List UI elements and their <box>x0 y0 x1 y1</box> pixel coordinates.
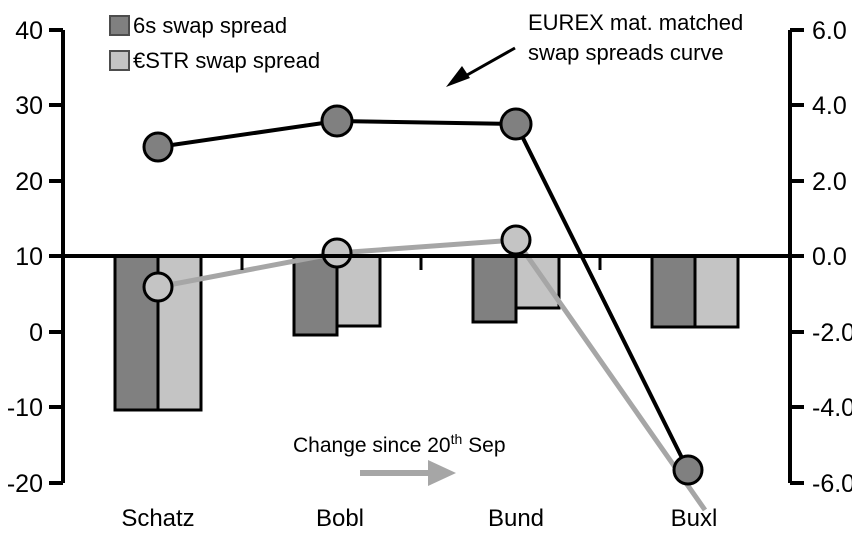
right-tick-label-2: 2.0 <box>812 168 847 196</box>
legend-label-6s: 6s swap spread <box>133 13 287 38</box>
bar-estr-bund <box>514 254 561 310</box>
black-line-path <box>157 118 690 471</box>
left-tick-label-40: 40 <box>15 17 43 45</box>
left-tick-label-10: 10 <box>15 243 43 271</box>
bar-6s-bund <box>471 254 518 324</box>
change-annotation-superscript: th <box>451 431 463 447</box>
bar-6s-bobl <box>292 254 339 337</box>
gray-marker-schatz <box>142 271 174 303</box>
left-tick-label-30: 30 <box>15 92 43 120</box>
right-tick-label-0: 0.0 <box>812 243 847 271</box>
legend-label-estr: €STR swap spread <box>133 48 320 73</box>
category-ticks <box>61 256 792 270</box>
cat-label-schatz: Schatz <box>121 505 194 532</box>
left-tick-label-neg20: -20 <box>7 470 43 498</box>
black-marker-bund <box>499 107 533 141</box>
arrow-down-left-icon <box>446 46 516 87</box>
left-axis: 40 30 20 10 0 -10 -20 <box>7 17 65 498</box>
category-labels: Schatz Bobl Bund Buxl <box>121 505 717 532</box>
right-axis: 6.0 4.0 2.0 0.0 -2.0 -4.0 -6.0 <box>788 17 852 498</box>
legend-swatch-6s <box>109 15 130 36</box>
cat-label-bobl: Bobl <box>316 505 364 532</box>
change-annotation-suffix: Sep <box>462 434 505 457</box>
gray-line-path <box>157 237 708 512</box>
left-tick-label-0: 0 <box>29 319 43 347</box>
eurex-annotation-line1: EUREX mat. matched <box>528 10 743 35</box>
left-tick-label-neg10: -10 <box>7 394 43 422</box>
gray-marker-bund <box>500 224 532 256</box>
change-annotation: Change since 20th Sep <box>293 431 506 486</box>
eurex-annotation: EUREX mat. matched swap spreads curve <box>446 10 743 87</box>
eurex-curve-line <box>142 104 704 486</box>
arrow-right-icon <box>360 460 456 486</box>
cat-label-buxl: Buxl <box>671 505 718 532</box>
left-tick-label-20: 20 <box>15 168 43 196</box>
change-annotation-text: Change since 20th Sep <box>293 431 506 457</box>
right-tick-label-6: 6.0 <box>812 17 847 45</box>
black-marker-buxl <box>672 454 704 486</box>
right-tick-label-neg2: -2.0 <box>812 319 852 347</box>
black-marker-bobl <box>320 104 354 138</box>
bar-estr-buxl <box>693 254 740 329</box>
gray-change-line <box>142 224 708 512</box>
right-tick-label-neg4: -4.0 <box>812 394 852 422</box>
bar-6s-buxl <box>650 254 697 329</box>
black-marker-schatz <box>142 131 174 163</box>
legend: 6s swap spread €STR swap spread <box>109 13 320 73</box>
legend-swatch-estr <box>109 50 130 71</box>
change-annotation-prefix: Change since 20 <box>293 434 451 457</box>
bar-group-bund <box>471 254 561 324</box>
gray-marker-bobl <box>321 237 353 269</box>
bar-group-buxl <box>650 254 740 329</box>
bar-estr-bobl <box>335 254 382 328</box>
eurex-annotation-line2: swap spreads curve <box>528 40 724 65</box>
cat-label-bund: Bund <box>488 505 544 532</box>
right-tick-label-neg6: -6.0 <box>812 470 852 498</box>
right-tick-label-4: 4.0 <box>812 92 847 120</box>
